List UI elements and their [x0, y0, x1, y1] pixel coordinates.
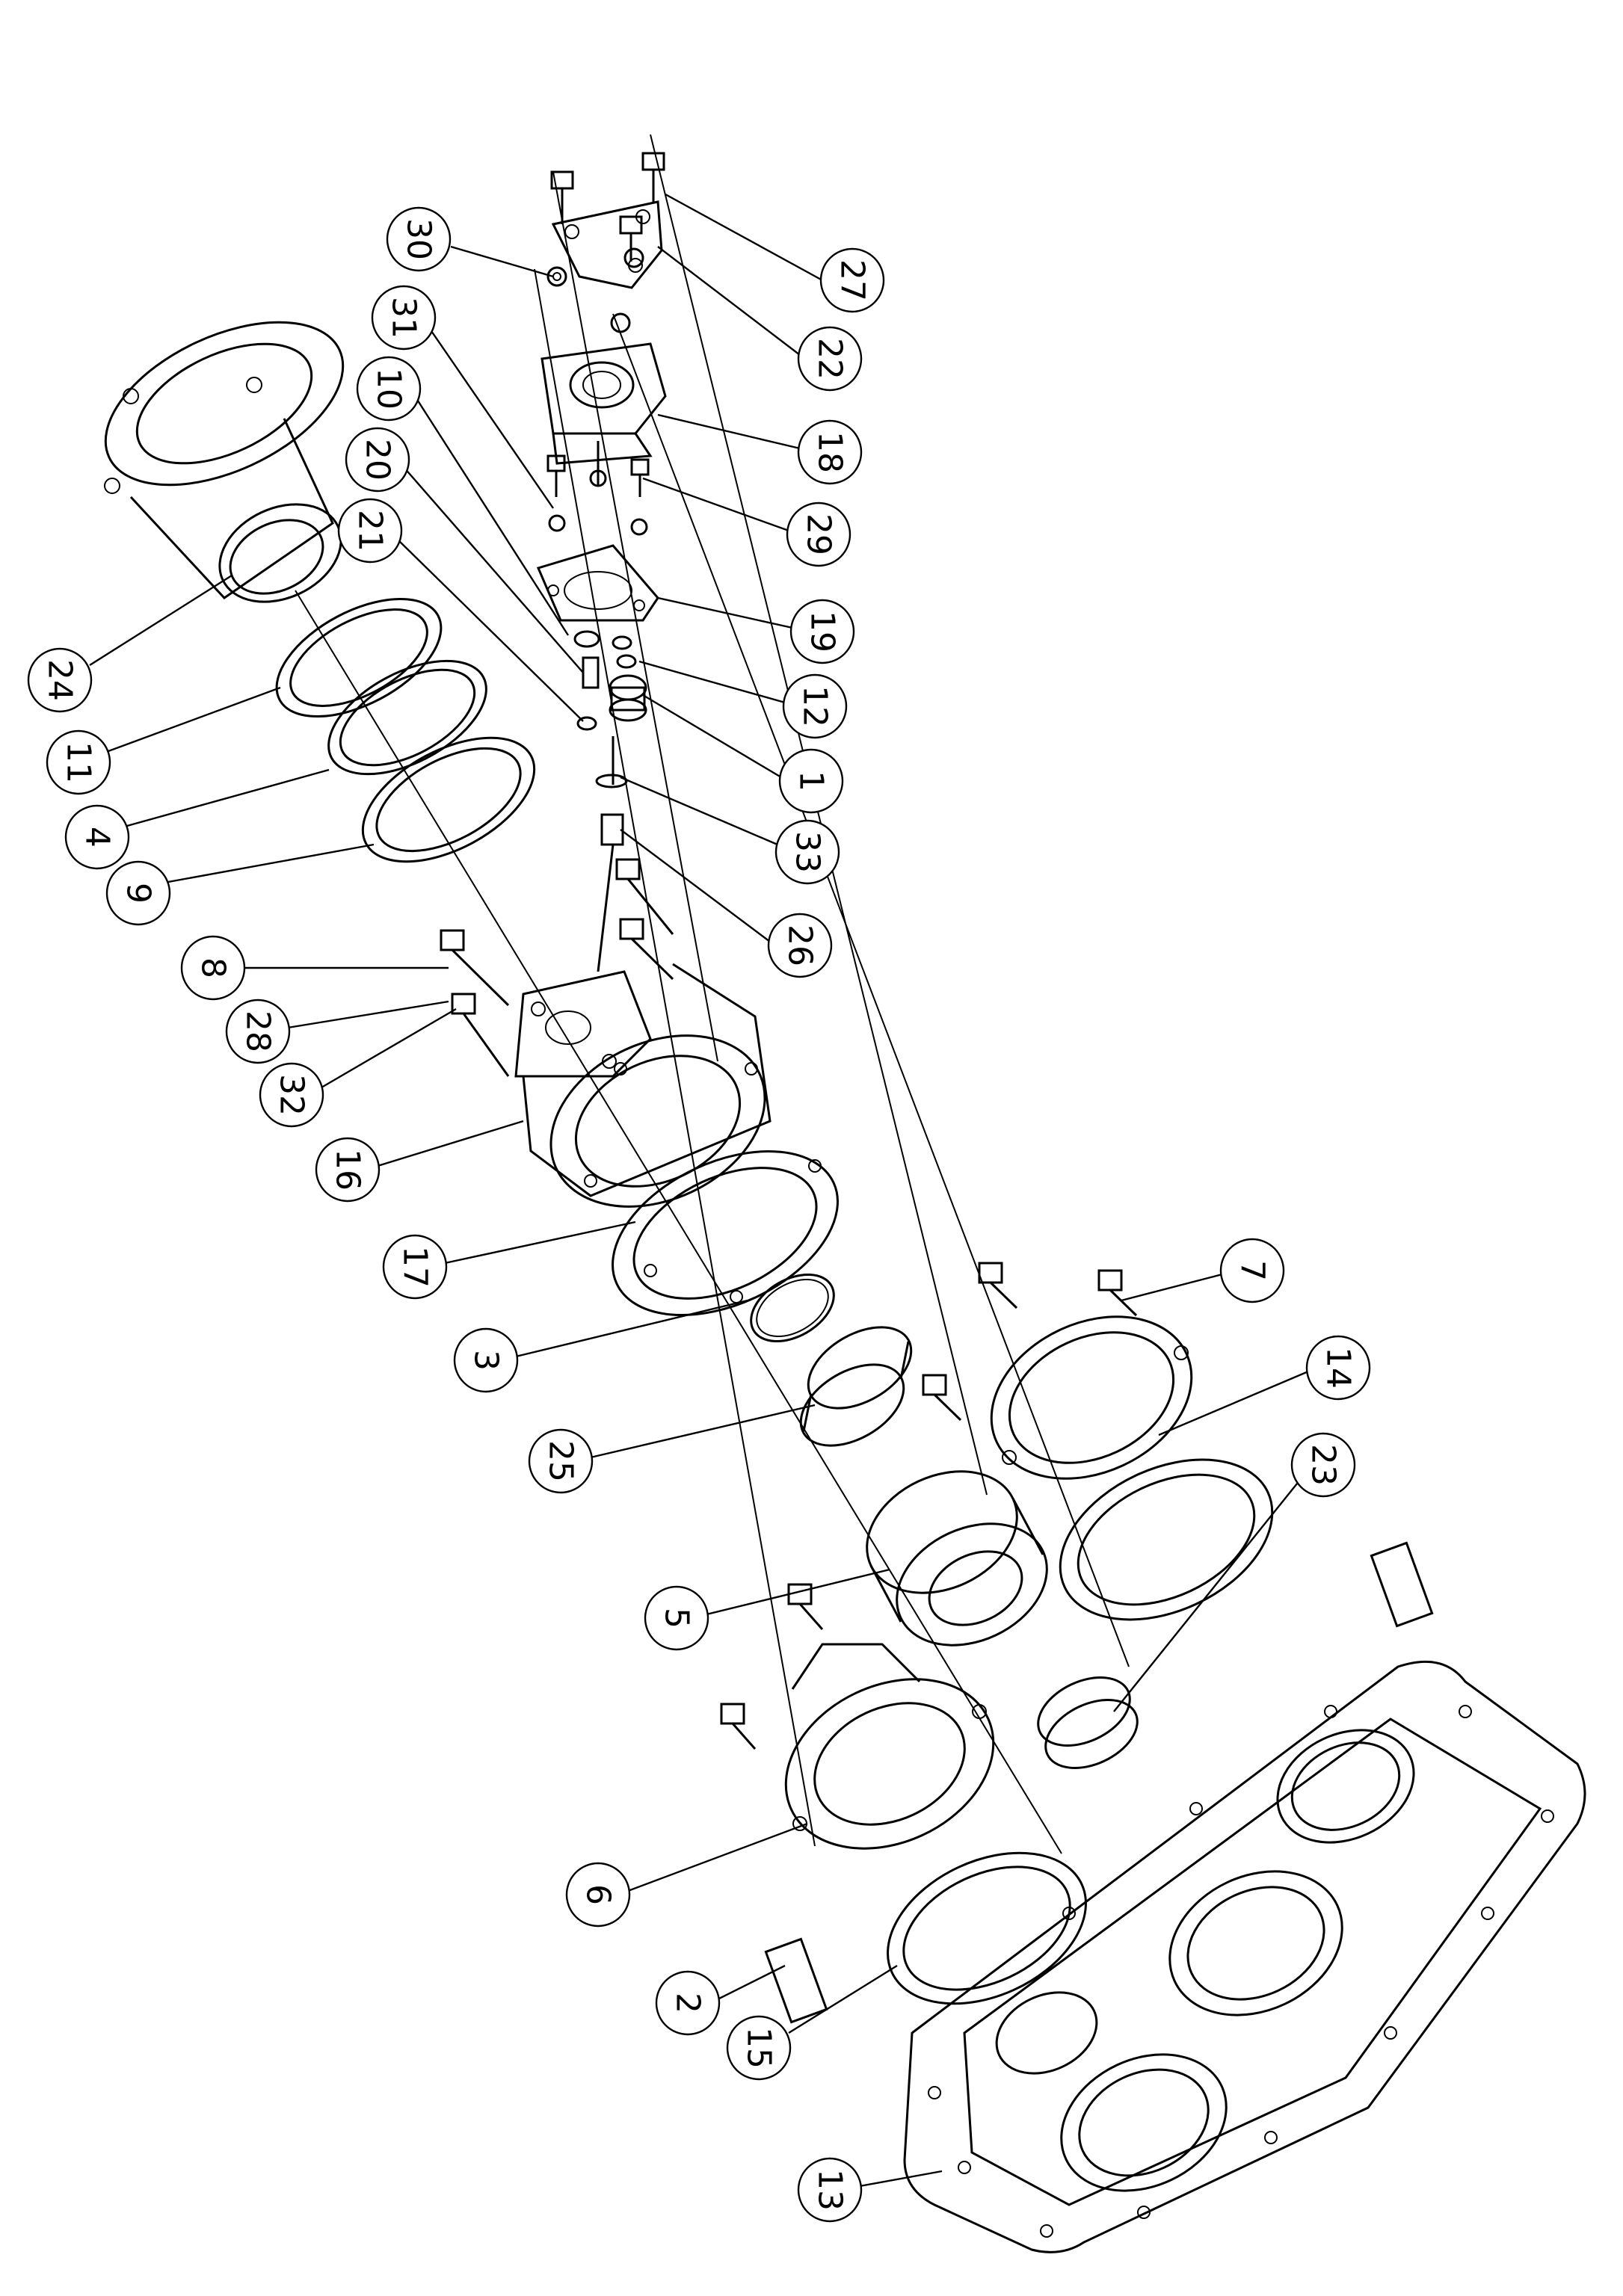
callout-label: 15 [740, 2027, 778, 2069]
nuts-30 [546, 247, 644, 333]
gasket-19 [536, 544, 659, 622]
seal-11 [275, 597, 443, 718]
screws-29 [546, 454, 650, 536]
callout-label: 31 [385, 297, 423, 339]
callout-label: 4 [78, 827, 117, 848]
callout-5: 5 [644, 1585, 709, 1651]
callout-22: 22 [797, 326, 863, 392]
callout-12: 12 [782, 673, 848, 739]
callout-label: 19 [804, 611, 842, 652]
gasket-17 [612, 1150, 839, 1316]
callout-label: 24 [41, 659, 79, 701]
top-cover-plate-22 [551, 200, 663, 289]
valve-parts-10-12-1-20-21 [573, 630, 647, 972]
callout-28: 28 [225, 999, 291, 1064]
seal-4 [327, 659, 487, 776]
callout-label: 6 [579, 1884, 618, 1905]
callout-31: 31 [371, 285, 437, 351]
bush-25 [799, 1326, 913, 1447]
callout-1: 1 [778, 748, 844, 814]
callout-6: 6 [565, 1862, 631, 1928]
bearing-5 [866, 1470, 1048, 1647]
housing-16 [514, 963, 772, 1208]
callout-label: 8 [194, 957, 232, 978]
hub-24 [104, 321, 345, 603]
callout-label: 5 [658, 1608, 696, 1629]
callout-8: 8 [180, 935, 246, 1001]
callout-label: 14 [1319, 1347, 1358, 1389]
callout-9: 9 [105, 860, 171, 926]
callout-label: 28 [239, 1010, 277, 1052]
callout-label: 2 [669, 1993, 707, 2013]
callout-29: 29 [786, 502, 851, 567]
callout-16: 16 [315, 1137, 381, 1203]
callout-label: 21 [351, 510, 389, 552]
callout-label: 26 [781, 925, 819, 966]
callout-27: 27 [819, 247, 885, 313]
callout-23: 23 [1290, 1432, 1356, 1498]
ring-23 [1037, 1676, 1139, 1769]
callout-26: 26 [767, 913, 833, 978]
callout-19: 19 [789, 599, 855, 664]
cover-6 [720, 1583, 995, 1850]
callout-label: 13 [811, 2169, 849, 2211]
callout-20: 20 [345, 427, 410, 493]
callout-7: 7 [1219, 1238, 1285, 1303]
callout-11: 11 [46, 729, 111, 795]
bolts-7 [922, 1262, 1138, 1422]
cover-14 [990, 1315, 1193, 1480]
callout-label: 25 [542, 1440, 580, 1482]
callout-24: 24 [27, 647, 93, 713]
callout-label: 30 [400, 218, 438, 260]
callout-14: 14 [1305, 1335, 1371, 1401]
long-bolts-8-28-32 [440, 858, 674, 1077]
bolts-27 [550, 152, 665, 262]
callout-10: 10 [356, 356, 422, 422]
callout-2: 2 [655, 1970, 721, 2036]
callout-label: 12 [796, 685, 834, 727]
callout-label: 22 [811, 338, 849, 380]
callout-label: 17 [396, 1246, 434, 1288]
callout-17: 17 [382, 1234, 448, 1300]
callout-18: 18 [797, 419, 863, 485]
callout-25: 25 [528, 1428, 594, 1494]
callout-label: 20 [359, 439, 397, 481]
callout-label: 7 [1234, 1260, 1272, 1281]
callout-label: 3 [467, 1350, 505, 1371]
callout-4: 4 [64, 804, 130, 870]
callout-13: 13 [797, 2157, 863, 2223]
gasket-15 [887, 1851, 1087, 2005]
callout-label: 9 [120, 883, 158, 904]
gasket-14b [1059, 1458, 1274, 1621]
callout-label: 18 [811, 431, 849, 473]
dowel-pin-2 [764, 1541, 1434, 2024]
callout-32: 32 [259, 1062, 324, 1128]
callout-label: 33 [789, 831, 827, 873]
callout-label: 1 [792, 771, 831, 791]
callout-label: 23 [1305, 1444, 1343, 1486]
main-case-13 [903, 1660, 1586, 2253]
flange-18 [541, 342, 667, 486]
callout-30: 30 [386, 206, 452, 272]
callout-label: 11 [60, 741, 98, 783]
o-ring-3 [750, 1273, 835, 1343]
callout-3: 3 [453, 1327, 519, 1393]
callout-label: 27 [834, 259, 872, 301]
callout-label: 32 [273, 1074, 311, 1116]
callout-label: 10 [370, 368, 408, 410]
callout-15: 15 [726, 2015, 792, 2081]
callout-33: 33 [774, 819, 840, 885]
callout-21: 21 [337, 498, 403, 564]
callout-label: 29 [800, 513, 838, 555]
seal-9 [361, 736, 536, 863]
leader-lines [89, 193, 1309, 2188]
callout-label: 16 [329, 1149, 367, 1191]
